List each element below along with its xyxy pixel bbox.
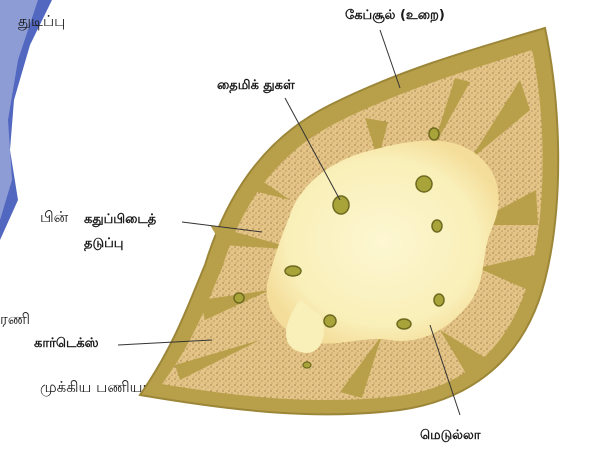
label-trabecula-line2: தடுப்பு — [84, 236, 123, 252]
label-trabecula-line1: கதுப்பிடைத் — [84, 212, 156, 228]
label-capsule: கேப்சூல் (உறை) — [345, 8, 445, 24]
thymic-corpuscle — [432, 220, 442, 232]
thymic-corpuscle — [429, 128, 439, 140]
label-cortex: கார்டெக்ஸ் — [34, 336, 99, 352]
thymic-corpuscle — [416, 176, 432, 192]
thymic-corpuscle — [397, 319, 411, 329]
thymic-corpuscle — [333, 196, 349, 214]
thymic-corpuscle — [285, 266, 301, 276]
thymic-corpuscle — [234, 293, 244, 303]
label-medulla: மெடுல்லா — [420, 428, 481, 444]
label-thymic-corpuscles: தைமிக் துகள் — [217, 78, 295, 94]
thymic-corpuscle — [434, 294, 444, 306]
thymic-corpuscle — [324, 315, 336, 327]
thymic-corpuscle — [303, 362, 311, 368]
